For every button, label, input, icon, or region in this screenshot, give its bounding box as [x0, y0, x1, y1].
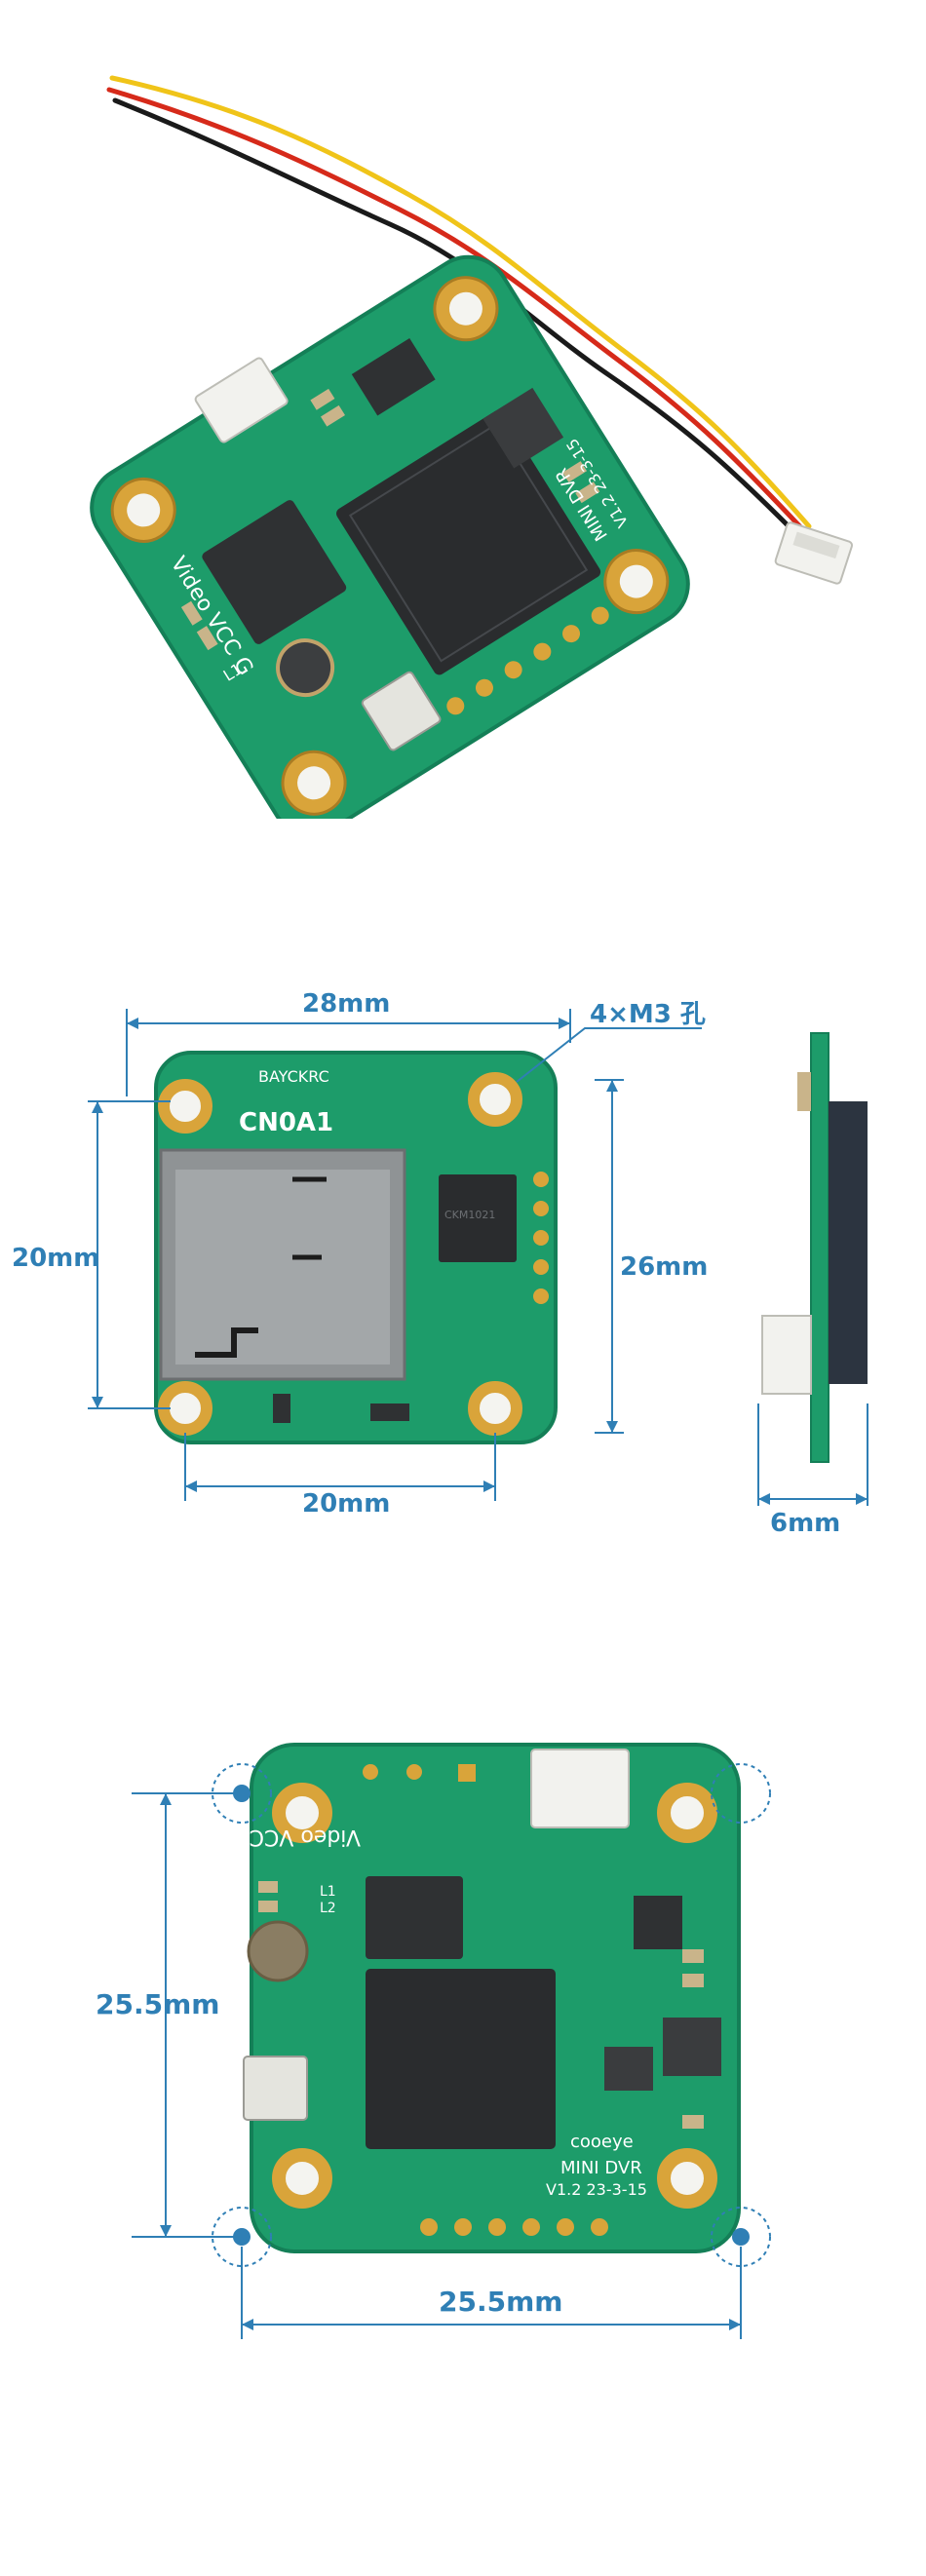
- silk-l2: L2: [320, 1901, 336, 1916]
- silk-version: V1.2 23-3-15: [546, 2180, 647, 2199]
- brand-logo: BAYCKRC: [258, 1067, 329, 1086]
- side-view-board: [761, 1032, 868, 1463]
- top-view-board: Video VCC G L1 L2 cooeye MINI DVR V1.2 2…: [226, 1743, 741, 2253]
- dim-hole-spec: 4×M3 孔: [590, 1000, 706, 1029]
- cable-connector: [774, 521, 854, 585]
- memory-chip-label: CKM1021: [444, 1209, 495, 1221]
- dimension-view-sd-side: CKM1021 BAYCKRC CN0A1: [0, 936, 926, 1540]
- dimension-view-top: Video VCC G L1 L2 cooeye MINI DVR V1.2 2…: [0, 1696, 926, 2359]
- dim-thickness: 6mm: [770, 1509, 841, 1538]
- dim-horizontal: 25.5mm: [439, 2286, 563, 2318]
- dim-width-bottom: 20mm: [302, 1489, 391, 1519]
- silk-mini-dvr: MINI DVR: [560, 2158, 642, 2178]
- dim-vertical: 25.5mm: [96, 1988, 220, 2020]
- silk-l1: L1: [320, 1884, 336, 1900]
- silk-video-vcc-g: Video VCC G: [226, 1825, 361, 1849]
- silk-brand: cooeye: [570, 2132, 634, 2152]
- sd-side-board: CKM1021 BAYCKRC CN0A1: [154, 1051, 558, 1444]
- board-code: CN0A1: [239, 1108, 333, 1137]
- dim-height-right: 26mm: [620, 1252, 709, 1282]
- angled-board: Video VCC G L1 MINI DVR V1.2 23-3-15: [90, 254, 690, 819]
- product-photo-angled: Video VCC G L1 MINI DVR V1.2 23-3-15: [0, 0, 926, 819]
- dim-width-top: 28mm: [302, 989, 391, 1019]
- dim-height-left: 20mm: [12, 1244, 100, 1273]
